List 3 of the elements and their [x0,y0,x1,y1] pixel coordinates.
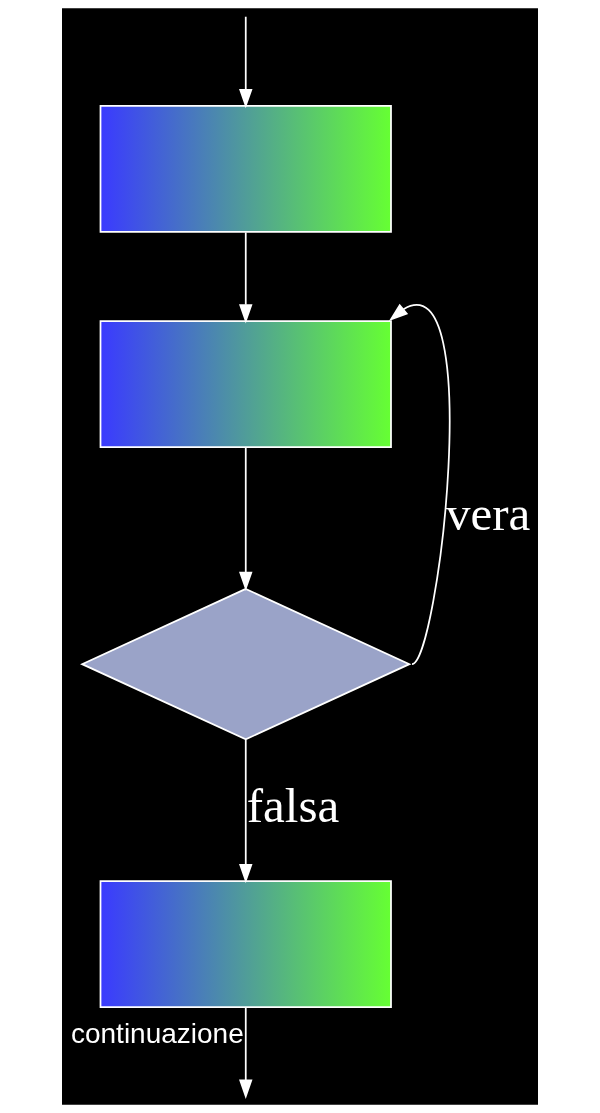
edge-label: vera [445,486,531,542]
edge-label: falsa [246,778,340,834]
edge-label: continuazione [70,1018,244,1050]
